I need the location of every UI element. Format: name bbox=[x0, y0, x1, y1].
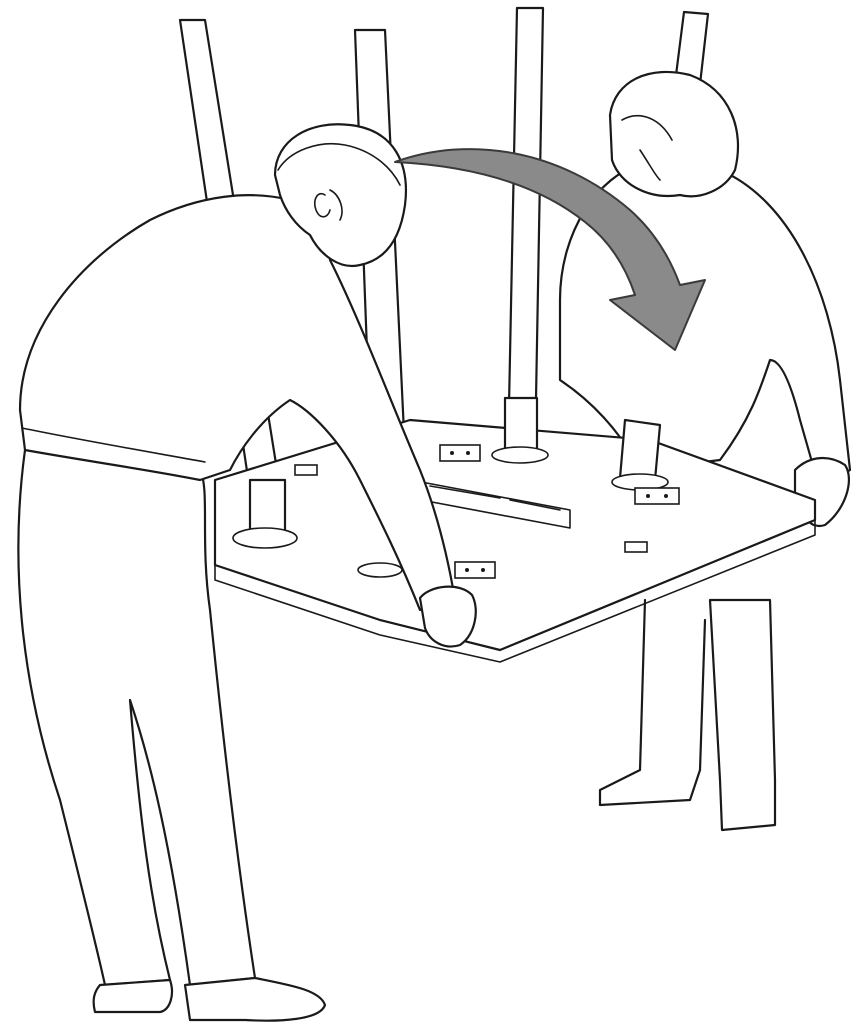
man-hand bbox=[420, 587, 476, 647]
table-leg-center bbox=[508, 8, 543, 455]
woman-head bbox=[610, 72, 738, 196]
small-square-2 bbox=[625, 542, 647, 552]
bolt-3 bbox=[646, 494, 650, 498]
bracket-2 bbox=[635, 488, 679, 504]
bracket-3 bbox=[455, 562, 495, 578]
bracket-1 bbox=[440, 445, 480, 461]
bolt-2 bbox=[466, 451, 470, 455]
mount-plate-2 bbox=[492, 447, 548, 463]
bolt-1 bbox=[450, 451, 454, 455]
woman-legs bbox=[600, 600, 775, 830]
mount-plate-4 bbox=[358, 563, 402, 577]
mount-plate-1 bbox=[233, 528, 297, 548]
man-shoe-right bbox=[185, 978, 325, 1021]
leg-base-right bbox=[620, 420, 660, 480]
bolt-5 bbox=[465, 568, 469, 572]
bolt-4 bbox=[664, 494, 668, 498]
bolt-6 bbox=[481, 568, 485, 572]
man-shoe-left bbox=[94, 980, 172, 1012]
small-square-1 bbox=[295, 465, 317, 475]
